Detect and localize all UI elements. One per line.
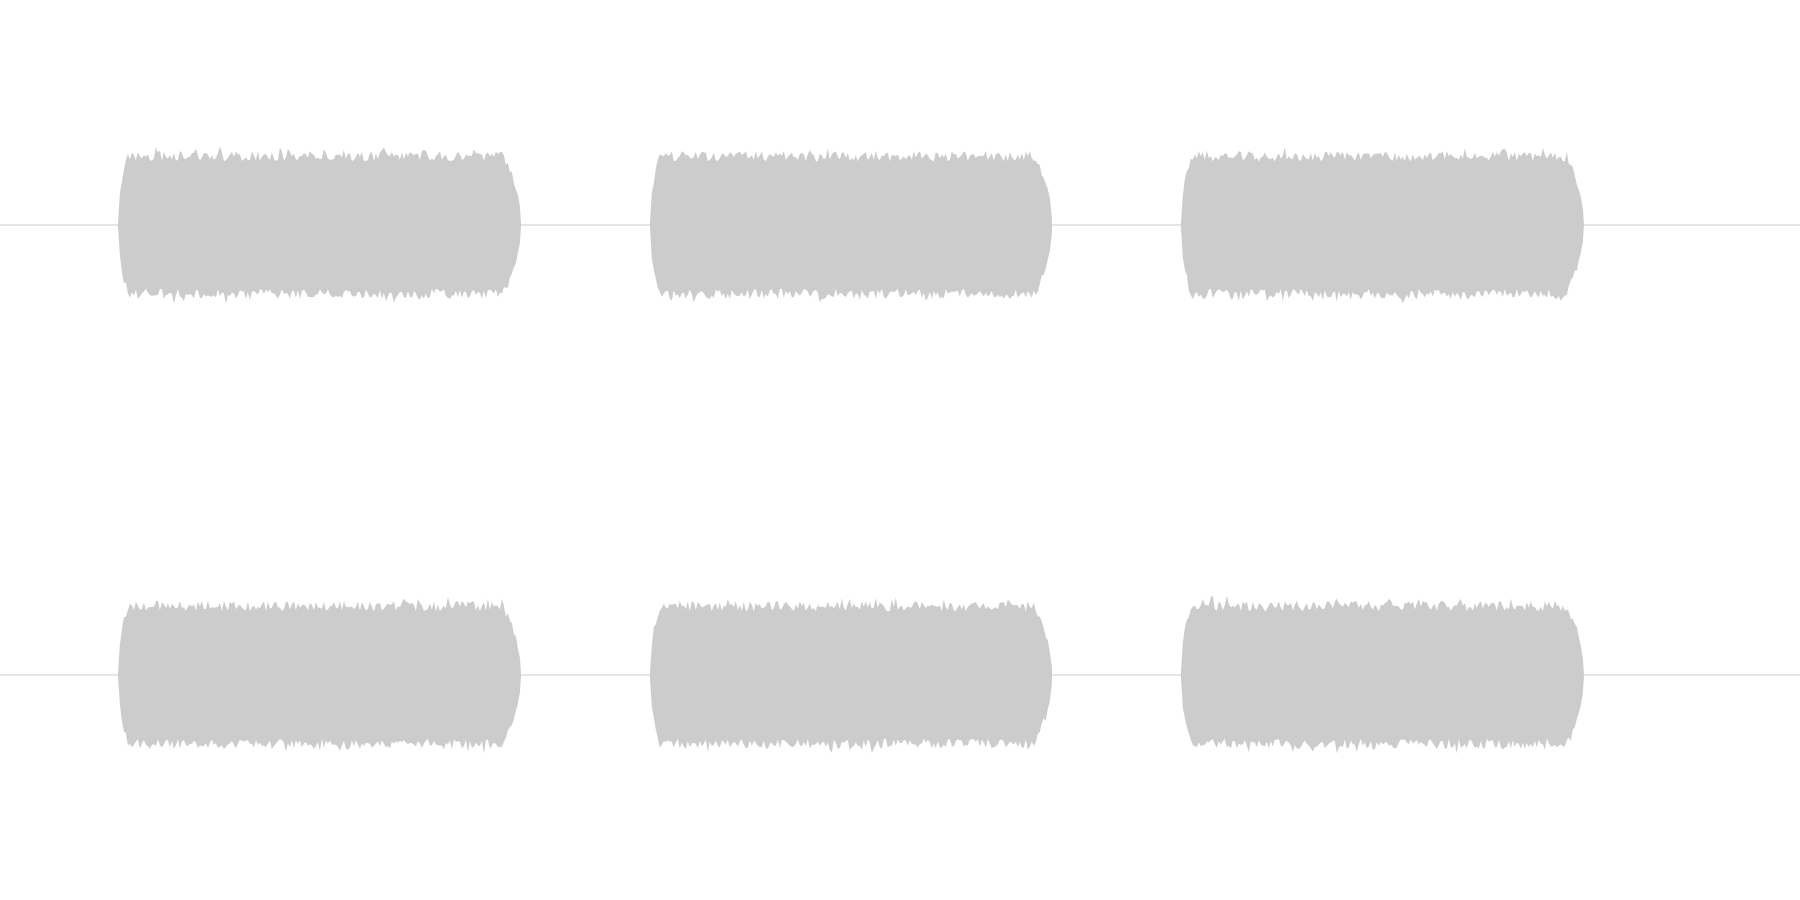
waveform-burst: [117, 146, 522, 304]
waveform-burst: [649, 148, 1053, 303]
waveform-burst: [649, 597, 1053, 753]
waveform-burst: [117, 596, 522, 754]
waveform-channel-2: [0, 595, 1800, 754]
waveform-channel-1: [0, 146, 1800, 304]
waveform-burst: [1180, 147, 1584, 304]
waveform-burst: [1180, 595, 1584, 754]
